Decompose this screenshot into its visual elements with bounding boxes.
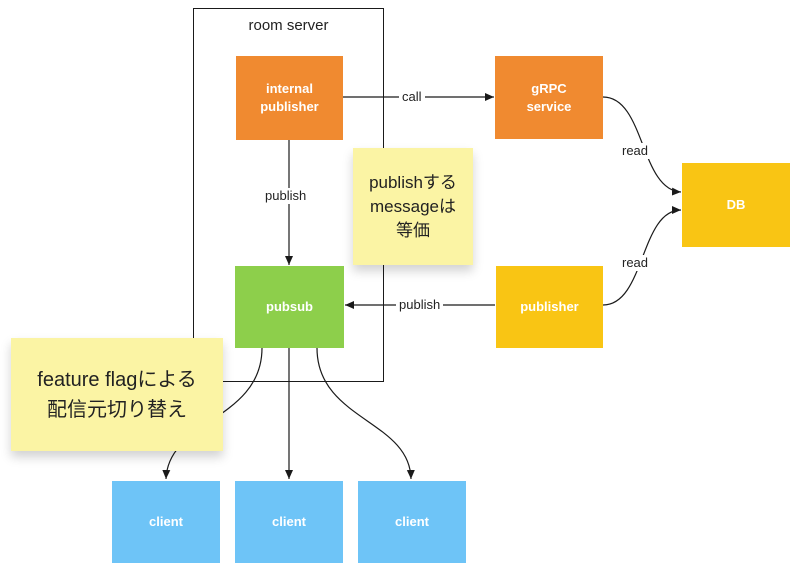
grpc-service-node[interactable]: gRPC service — [495, 56, 603, 139]
edge-label-publish-horizontal: publish — [396, 297, 444, 313]
edge-label-publish-vertical: publish — [262, 188, 310, 204]
edge-to-client-3 — [316, 347, 415, 480]
client-node-3[interactable]: client — [358, 481, 466, 563]
client-node-1[interactable]: client — [112, 481, 220, 563]
db-node[interactable]: DB — [682, 163, 790, 247]
client-node-2[interactable]: client — [235, 481, 343, 563]
edge-label-read-bottom: read — [619, 255, 652, 271]
room-server-label: room server — [248, 17, 329, 34]
pubsub-node[interactable]: pubsub — [235, 266, 344, 348]
sticky-note-feature-flag: feature flagによる 配信元切り替え — [11, 338, 223, 451]
internal-publisher-node[interactable]: internal publisher — [236, 56, 343, 140]
sticky-note-publish-message: publishする messageは 等価 — [353, 148, 473, 265]
edge-label-call: call — [399, 89, 425, 105]
edge-label-read-top: read — [619, 143, 652, 159]
publisher-node[interactable]: publisher — [496, 266, 603, 348]
